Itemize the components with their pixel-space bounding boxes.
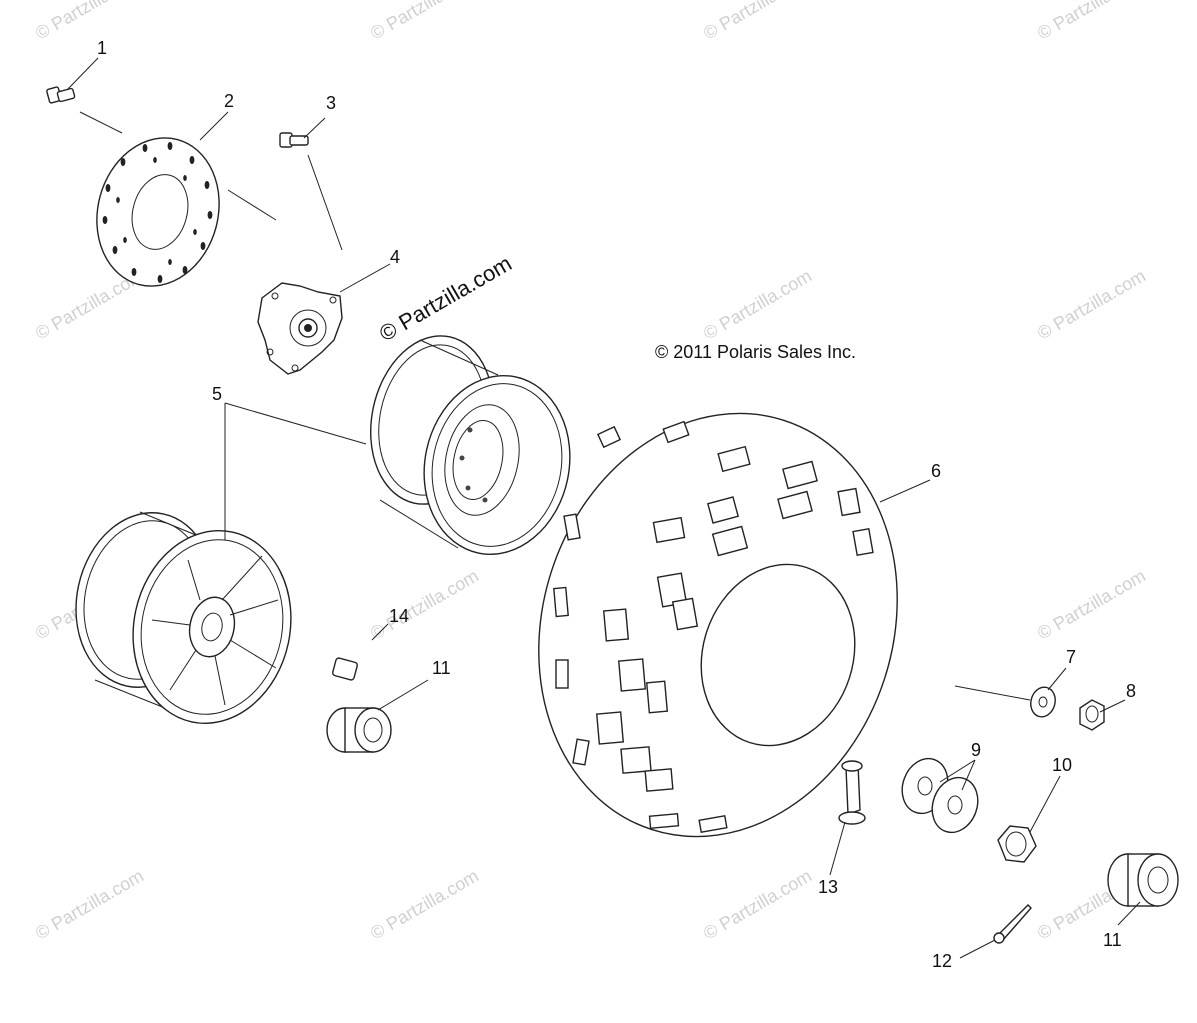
part-6-tire[interactable] <box>485 366 951 883</box>
callout-6: 6 <box>931 461 941 481</box>
part-4-hub[interactable] <box>257 282 343 375</box>
callout-12: 12 <box>932 951 952 971</box>
copyright-notice: © 2011 Polaris Sales Inc. <box>655 342 856 362</box>
part-12-cotter-pin[interactable] <box>993 904 1032 944</box>
part-7-washer[interactable] <box>1028 684 1059 719</box>
part-2-brake-disc[interactable] <box>81 124 236 300</box>
watermark: © Partzilla.com <box>700 0 815 43</box>
watermark: © Partzilla.com <box>367 865 482 943</box>
callout-labels: 1 2 3 4 5 6 7 8 9 10 11 11 12 13 14 <box>97 38 1136 971</box>
part-9-washer[interactable] <box>895 752 985 839</box>
part-8-nut[interactable] <box>1079 699 1105 731</box>
watermark: © Partzilla.com <box>700 865 815 943</box>
watermark: © Partzilla.com <box>1034 565 1149 643</box>
watermark: © Partzilla.com <box>32 0 147 43</box>
watermark: © Partzilla.com <box>1034 265 1149 343</box>
callout-11-top: 11 <box>432 658 451 678</box>
watermark: © Partzilla.com <box>367 0 482 43</box>
part-11-cap-left[interactable] <box>326 707 392 753</box>
callout-11-bottom: 11 <box>1103 930 1122 950</box>
callout-8: 8 <box>1126 681 1136 701</box>
part-1-bolt[interactable] <box>46 86 76 104</box>
part-14-valve[interactable] <box>332 657 358 681</box>
watermark: © Partzilla.com <box>367 565 482 643</box>
watermark-grid: © Partzilla.com © Partzilla.com © Partzi… <box>32 0 1149 943</box>
part-5-wheel-cast[interactable] <box>60 500 308 738</box>
callout-2: 2 <box>224 91 234 111</box>
part-10-nut[interactable] <box>997 825 1037 863</box>
part-3-bolt[interactable] <box>279 132 309 148</box>
watermark: © Partzilla.com <box>700 265 815 343</box>
watermark: © Partzilla.com <box>1034 0 1149 43</box>
part-13-pin[interactable] <box>838 760 866 825</box>
callout-13: 13 <box>818 877 838 897</box>
watermark: © Partzilla.com <box>32 865 147 943</box>
callout-5: 5 <box>212 384 222 404</box>
callout-10: 10 <box>1052 755 1072 775</box>
callout-1: 1 <box>97 38 107 58</box>
part-5-wheel-steel[interactable] <box>356 324 587 568</box>
callout-4: 4 <box>390 247 400 267</box>
callout-14: 14 <box>389 606 409 626</box>
callout-9: 9 <box>971 740 981 760</box>
callout-3: 3 <box>326 93 336 113</box>
part-11-cap-right[interactable] <box>1107 853 1179 907</box>
leader-lines <box>66 57 1141 959</box>
callout-7: 7 <box>1066 647 1076 667</box>
